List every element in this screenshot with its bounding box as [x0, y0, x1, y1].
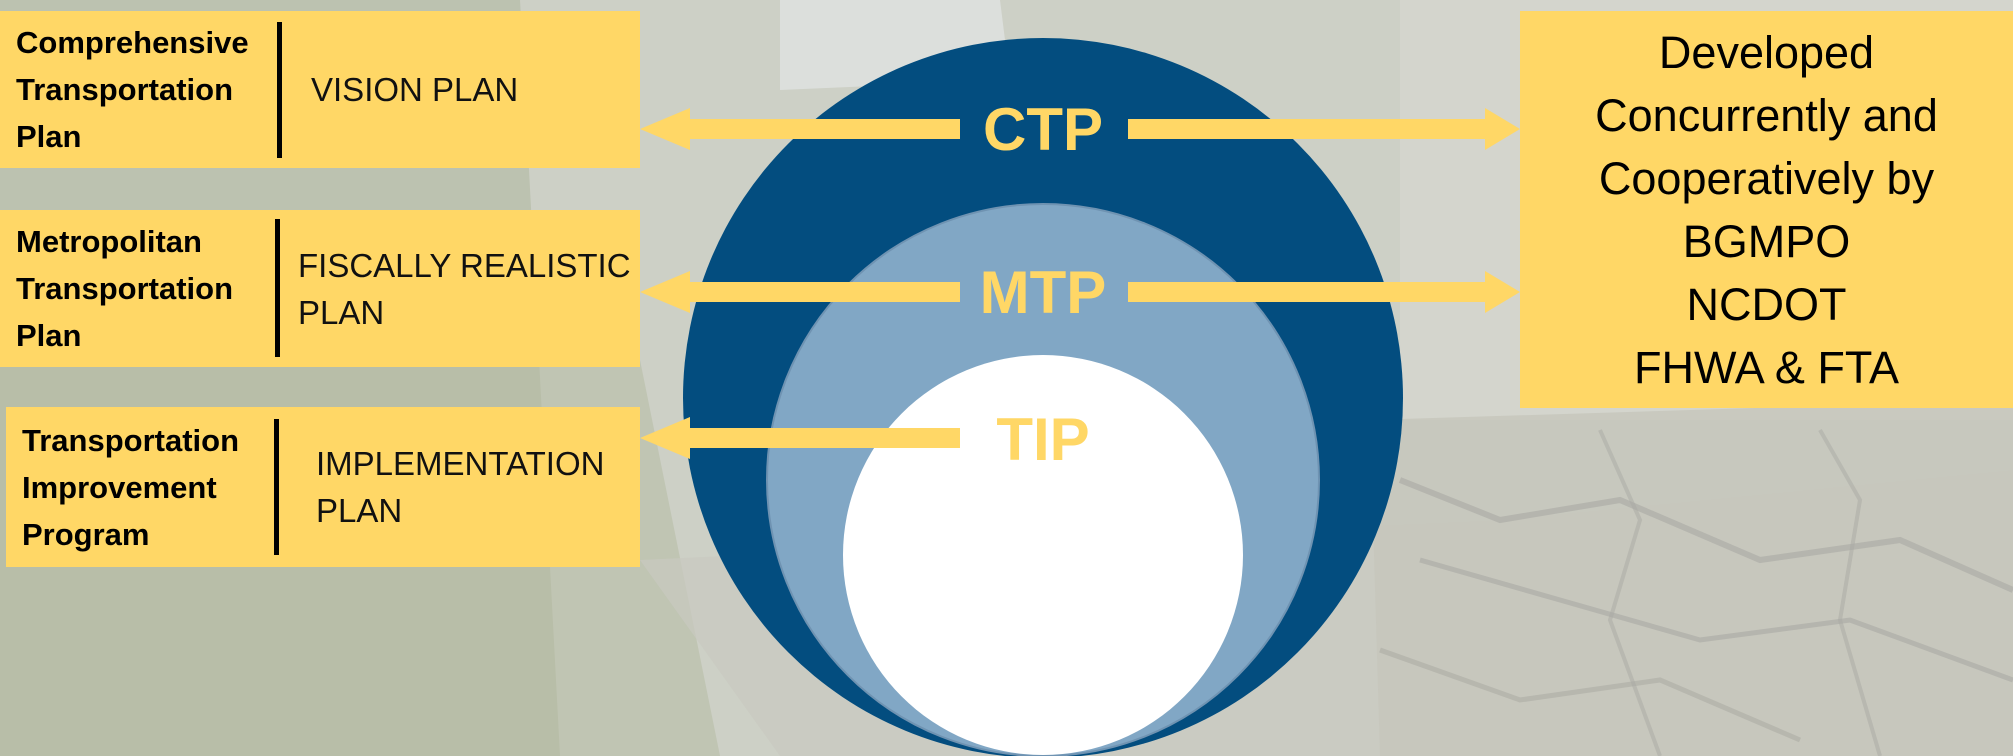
plan-divider [277, 22, 282, 158]
plan-name-ctp: Comprehensive Transportation Plan [16, 25, 249, 154]
plan-name-tip: Transportation Improvement Program [22, 422, 240, 552]
developed-by-text: Developed Concurrently and Cooperatively… [1595, 26, 1938, 393]
plan-box-tip: Transportation Improvement Program IMPLE… [6, 407, 640, 567]
plan-box-ctp: Comprehensive Transportation Plan VISION… [0, 11, 640, 168]
acronym-mtp: MTP [980, 259, 1107, 326]
developed-by-box: Developed Concurrently and Cooperatively… [1520, 11, 2013, 408]
plan-box-mtp: Metropolitan Transportation Plan FISCALL… [0, 210, 640, 367]
plan-divider [274, 419, 279, 555]
inner-circle-tip [843, 355, 1243, 755]
arrow-mtp-left [640, 271, 960, 313]
acronym-ctp: CTP [983, 96, 1103, 163]
plan-kind-mtp: FISCALLY REALISTIC PLAN [298, 246, 631, 331]
arrow-ctp-left [640, 108, 960, 150]
plan-kind-tip: IMPLEMENTATION PLAN [316, 445, 605, 529]
acronym-tip: TIP [996, 406, 1089, 473]
plan-name-mtp: Metropolitan Transportation Plan [16, 224, 234, 353]
plan-divider [275, 219, 280, 357]
plan-kind-ctp: VISION PLAN [311, 71, 519, 108]
arrow-ctp-right [1128, 108, 1520, 150]
arrow-mtp-right [1128, 271, 1520, 313]
arrow-tip-left [640, 417, 960, 459]
